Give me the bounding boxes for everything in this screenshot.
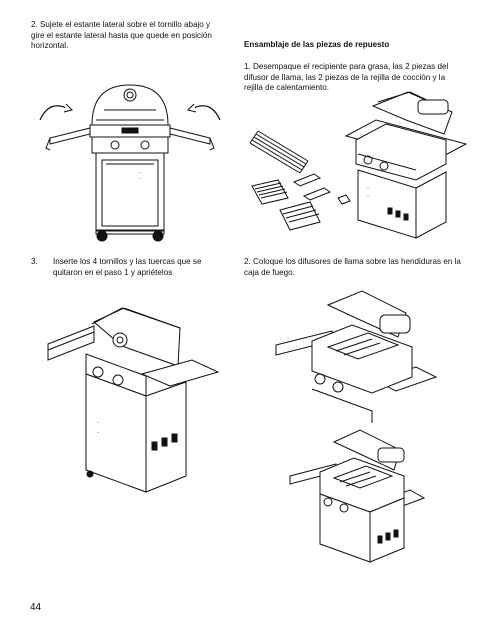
figure-diffusers-placement [272, 285, 442, 425]
page-number: 44 [30, 602, 42, 613]
figure-shelf-rotate [30, 80, 230, 250]
right-step1-text: 1. Desempaque el recipiente para grasa, … [244, 62, 449, 93]
figure-grill-closed [42, 292, 222, 502]
left-step2-text: 2. Sujete el estante lateral sobre el to… [31, 20, 212, 51]
figure-spare-parts [246, 130, 356, 240]
figure-grill-open [338, 88, 473, 248]
left-step3-text: Inserte los 4 tornillos y las tuercas qu… [53, 257, 202, 277]
left-step3-number: 3. [31, 257, 38, 266]
left-step3-item: 3. Inserte los 4 tornillos y las tuercas… [31, 257, 227, 278]
right-step2-text: 2. Coloque los difusores de llama sobre … [244, 257, 461, 277]
figure-final-assembly [286, 426, 426, 566]
section-heading: Ensamblaje de las piezas de repuesto [244, 40, 390, 49]
